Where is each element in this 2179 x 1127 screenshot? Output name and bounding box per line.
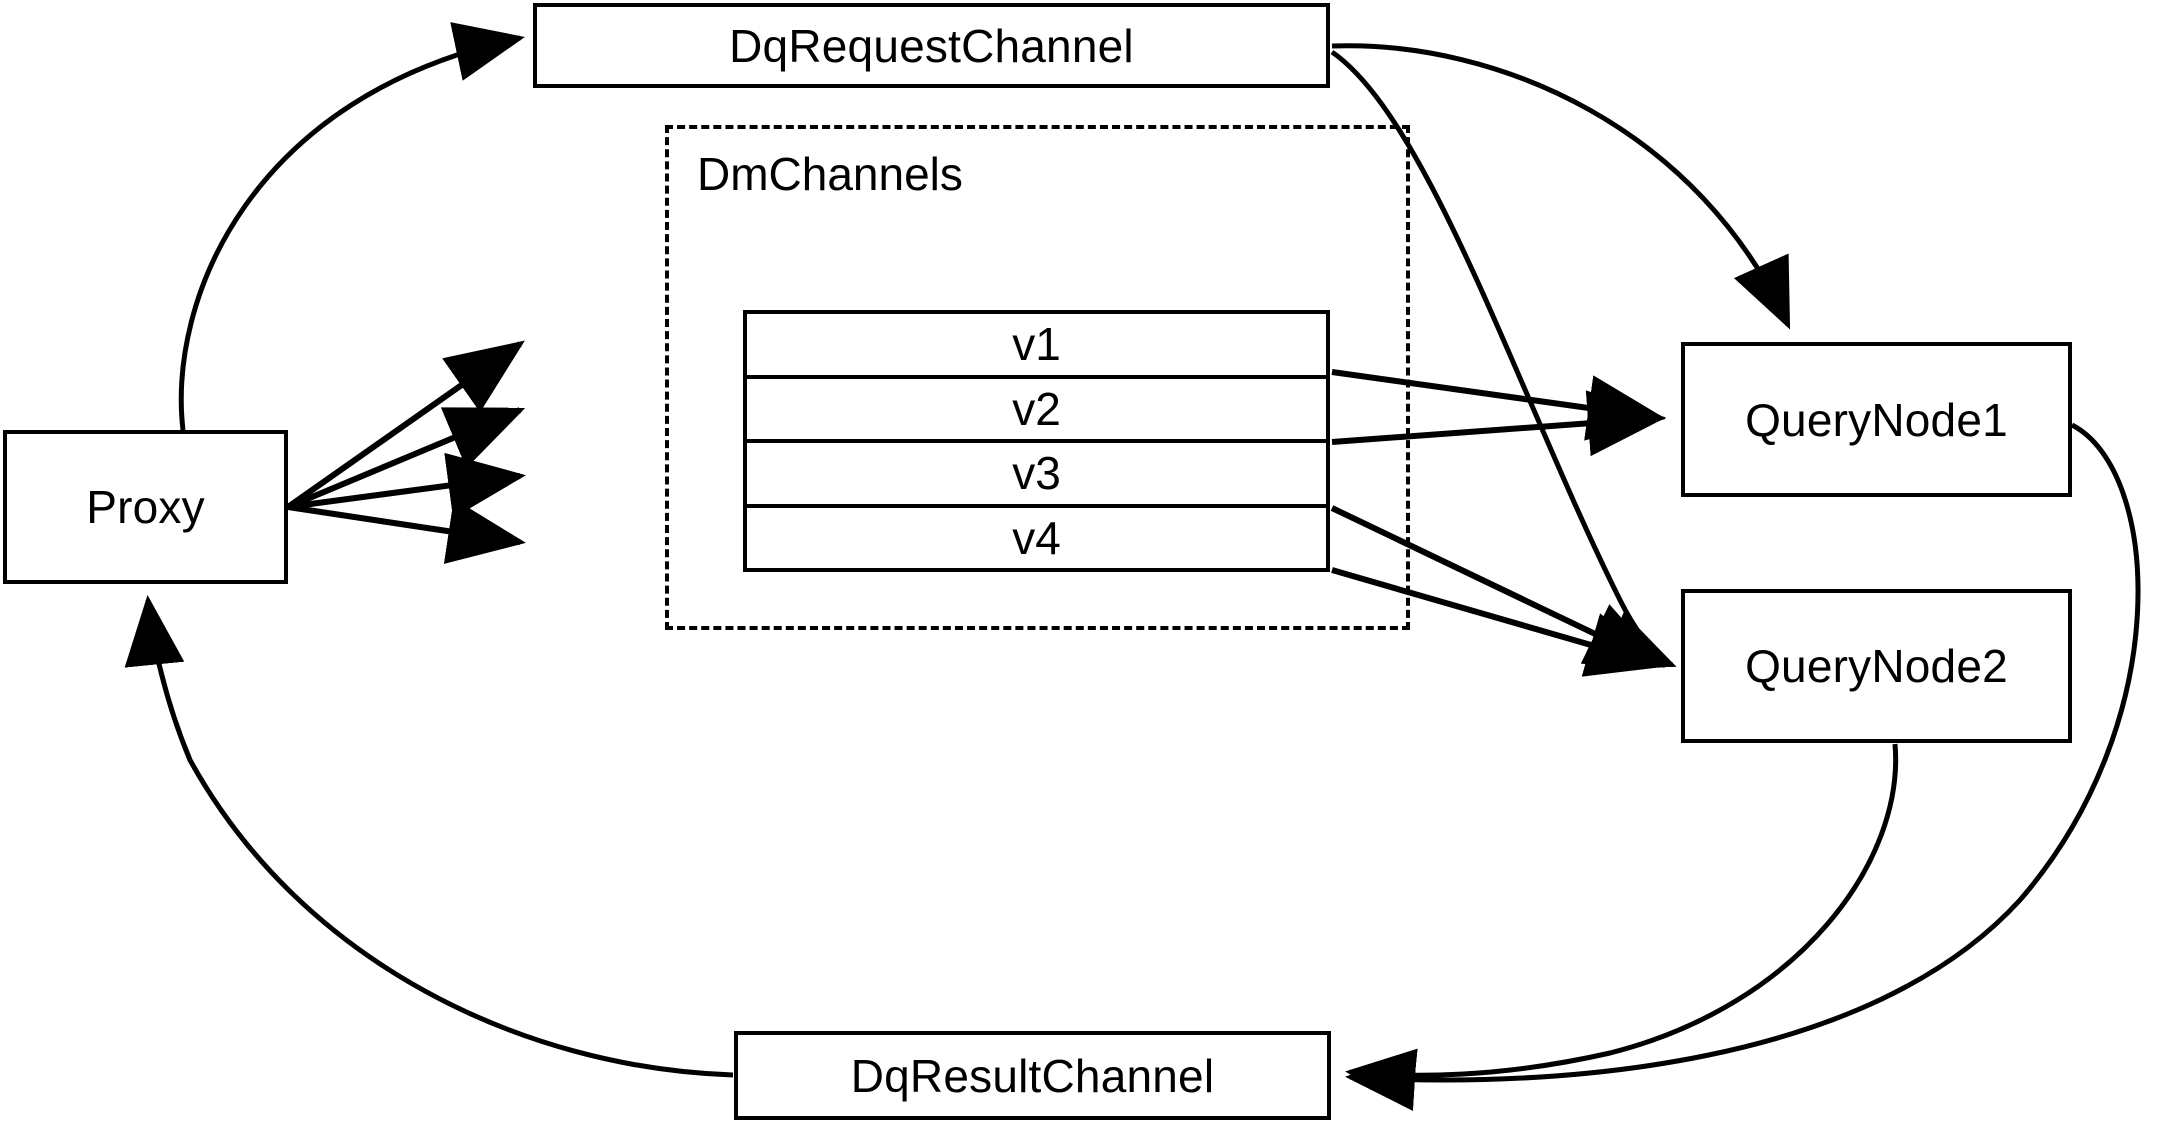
vchannel-label: v2	[1012, 382, 1061, 435]
edge-proxy-to-dqrequestchannel	[178, 22, 525, 431]
edge-proxy-to-v4	[287, 498, 526, 564]
edge-proxy-to-v3	[287, 452, 526, 519]
node-dq-result-channel[interactable]: DqResultChannel	[734, 1031, 1331, 1120]
vchannel-label: v4	[1012, 511, 1061, 564]
edge-proxy-to-v1	[286, 340, 525, 510]
edge-dqresultchannel-to-proxy	[124, 595, 734, 1078]
node-query-node-2-label: QueryNode2	[1745, 640, 2008, 692]
node-query-node-1[interactable]: QueryNode1	[1681, 342, 2072, 497]
node-query-node-2[interactable]: QueryNode2	[1681, 589, 2072, 743]
node-query-node-1-label: QueryNode1	[1745, 393, 2008, 446]
node-proxy[interactable]: Proxy	[3, 430, 288, 584]
group-dm-channels-label: DmChannels	[697, 148, 963, 200]
edge-querynode2-to-dqresultchannel	[1345, 743, 1899, 1109]
group-dm-channels: DmChannels	[665, 125, 1410, 630]
vchannel-stack: v1 v2 v3 v4	[743, 310, 1330, 572]
node-proxy-label: Proxy	[86, 481, 205, 533]
node-dq-request-channel[interactable]: DqRequestChannel	[533, 3, 1330, 88]
node-dq-request-channel-label: DqRequestChannel	[729, 19, 1134, 72]
vchannel-label: v3	[1012, 447, 1061, 500]
vchannel-row[interactable]: v1	[747, 314, 1326, 379]
vchannel-label: v1	[1012, 318, 1061, 371]
vchannel-row[interactable]: v4	[747, 507, 1326, 568]
node-dq-result-channel-label: DqResultChannel	[850, 1049, 1215, 1102]
vchannel-row[interactable]: v2	[747, 378, 1326, 443]
edge-querynode1-to-dqresultchannel	[1345, 422, 2141, 1111]
vchannel-row[interactable]: v3	[747, 443, 1326, 508]
edge-proxy-to-v2	[286, 407, 526, 510]
